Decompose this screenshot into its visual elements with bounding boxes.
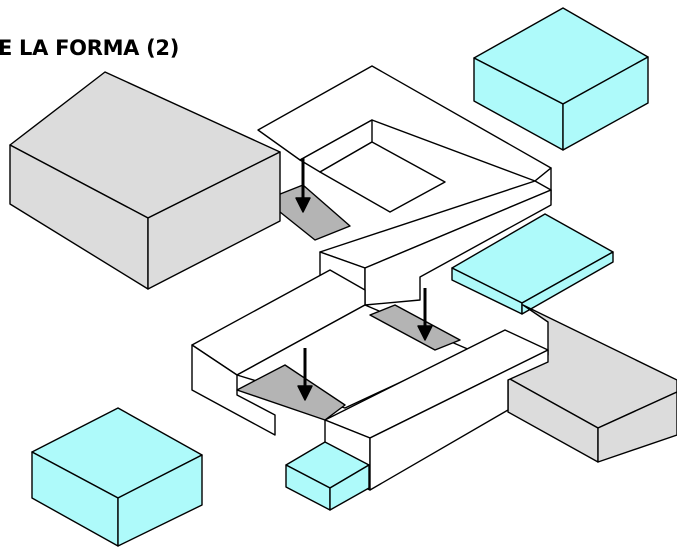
cyan-box-top-right-right	[562, 56, 649, 151]
cyan-small-right	[329, 464, 370, 511]
arrow-bottom	[297, 348, 313, 401]
cyan-box-bl-right	[117, 454, 203, 547]
gray-box-right	[507, 304, 677, 463]
slot-upper	[264, 184, 351, 241]
gray-box-large-right	[147, 151, 281, 290]
gray-box-right-right	[597, 391, 677, 463]
cyan-box-small-bottom	[285, 441, 370, 511]
cyan-box-top-right	[473, 7, 649, 151]
cyan-box-bottom-left	[31, 407, 203, 547]
lower-volume-front-bar-side	[369, 349, 549, 491]
upper-volume-court	[319, 141, 446, 213]
slot-lower	[236, 364, 346, 421]
arrow-middle	[417, 288, 433, 341]
cyan-slab-right	[451, 213, 614, 315]
cyan-slab-right-face	[521, 251, 614, 315]
slot-middle	[369, 304, 461, 351]
gray-box-large	[9, 71, 281, 290]
diagram-title: E LA FORMA (2)	[0, 36, 180, 60]
arrow-top	[295, 158, 311, 213]
